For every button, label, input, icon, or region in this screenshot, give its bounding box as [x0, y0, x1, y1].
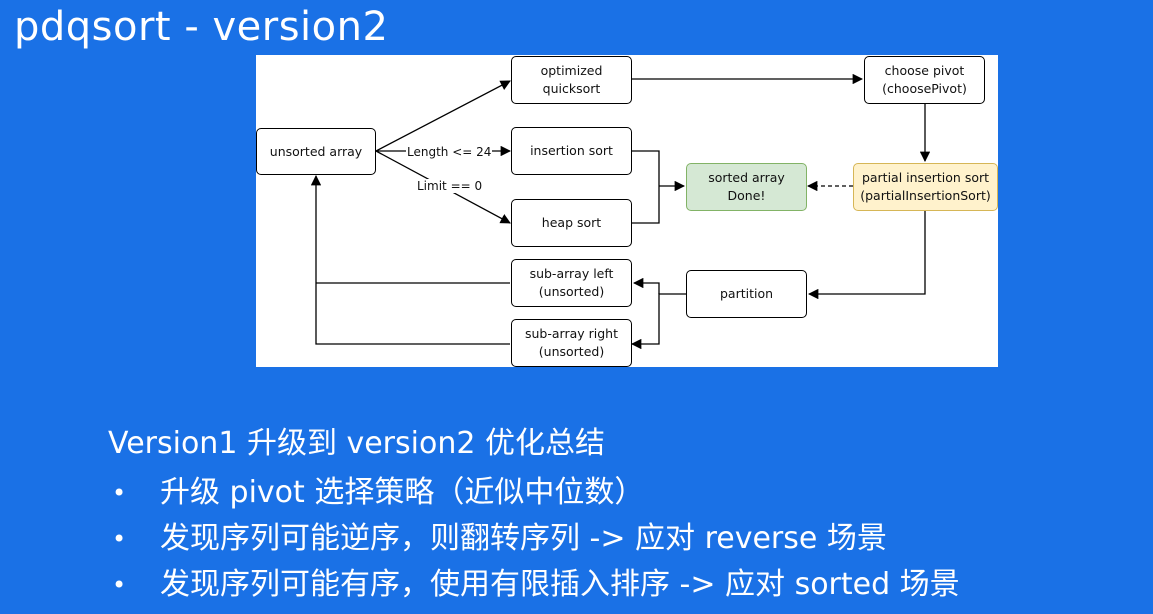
- edge-to-quicksort: [375, 80, 511, 152]
- node-choose-pivot: choose pivot (choosePivot): [864, 56, 985, 104]
- node-optimized-quicksort: optimized quicksort: [511, 56, 632, 104]
- edge-partition-to-left: [632, 277, 660, 294]
- flowchart-diagram: unsorted array optimized quicksort inser…: [256, 55, 998, 367]
- summary-section: Version1 升级到 version2 优化总结 • 升级 pivot 选择策…: [108, 424, 960, 608]
- summary-bullet: • 升级 pivot 选择策略（近似中位数）: [108, 470, 960, 516]
- slide-title: pdqsort - version2: [14, 4, 389, 50]
- summary-bullet-text: 发现序列可能逆序，则翻转序列 -> 应对 reverse 场景: [160, 521, 887, 556]
- node-unsorted-array: unsorted array: [256, 128, 376, 175]
- node-partition: partition: [686, 270, 807, 318]
- edge-insertion-merge: [632, 150, 660, 224]
- node-heap-sort: heap sort: [511, 199, 632, 247]
- bullet-dot-icon: •: [112, 525, 127, 553]
- edge-partition-to-subarrays: [634, 293, 686, 345]
- flowchart-connectors: [310, 73, 931, 350]
- summary-heading: Version1 升级到 version2 优化总结: [108, 426, 605, 461]
- node-partial-insertion-sort: partial insertion sort (partialInsertion…: [853, 163, 998, 211]
- edge-partial-to-partition: [807, 211, 926, 300]
- edge-right-to-unsorted: [310, 174, 510, 345]
- summary-bullet: • 发现序列可能逆序，则翻转序列 -> 应对 reverse 场景: [108, 516, 960, 562]
- summary-bullet-text: 升级 pivot 选择策略（近似中位数）: [160, 475, 645, 510]
- summary-bullet-text: 发现序列可能有序，使用有限插入排序 -> 应对 sorted 场景: [160, 567, 960, 602]
- node-insertion-sort: insertion sort: [511, 127, 632, 175]
- bullet-dot-icon: •: [112, 571, 127, 599]
- summary-bullet: • 发现序列可能有序，使用有限插入排序 -> 应对 sorted 场景: [108, 562, 960, 608]
- node-sorted-array: sorted array Done!: [686, 163, 807, 211]
- node-sub-array-right: sub-array right (unsorted): [511, 319, 632, 367]
- edge-label-length: Length <= 24: [406, 145, 493, 159]
- bullet-dot-icon: •: [112, 479, 127, 507]
- node-sub-array-left: sub-array left (unsorted): [511, 259, 632, 307]
- edge-label-limit: Limit == 0: [416, 179, 484, 193]
- summary-bullet-list: • 升级 pivot 选择策略（近似中位数） • 发现序列可能逆序，则翻转序列 ->…: [108, 470, 960, 608]
